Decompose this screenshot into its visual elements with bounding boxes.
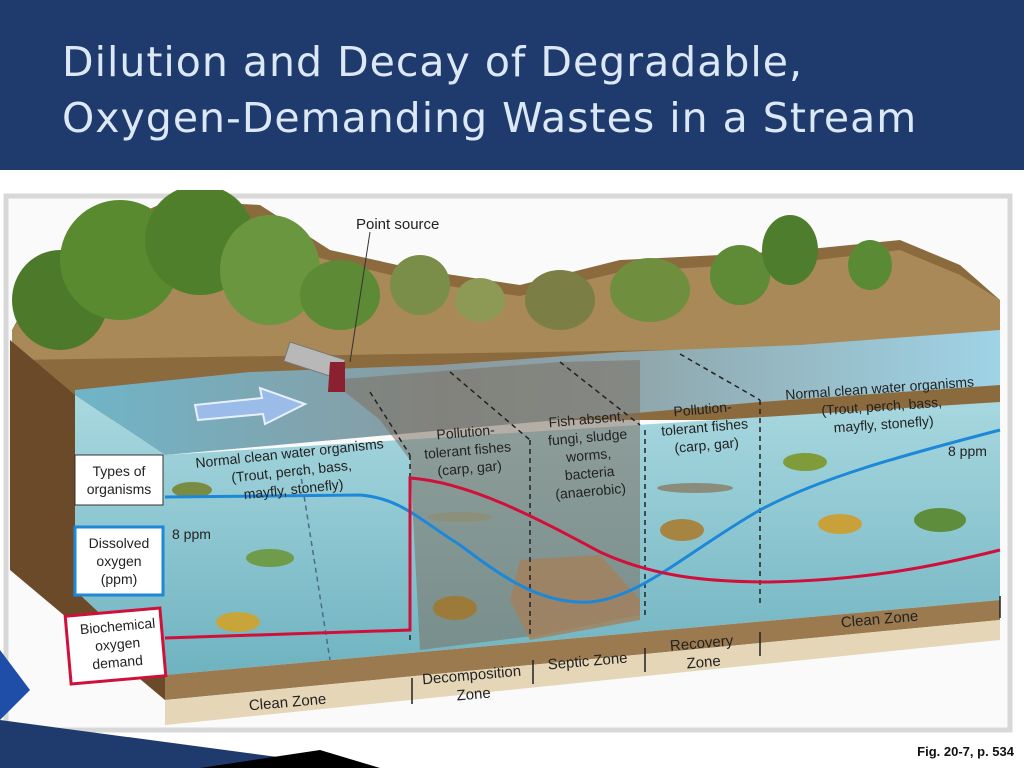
sludge: [510, 555, 640, 640]
tree-canopy: [12, 190, 892, 350]
do-left-label: 8 ppm: [172, 526, 211, 542]
legend-bod: Biochemical oxygen demand: [63, 606, 168, 686]
zone-boundaries-top: [369, 353, 761, 456]
organisms-septic-5: (anaerobic): [555, 480, 627, 502]
do-right-label: 8 ppm: [948, 443, 987, 459]
bank-left-face: [10, 340, 165, 700]
trout-icon: [783, 453, 827, 471]
stream-bed: [165, 600, 1000, 700]
legend-do-line-2: oxygen: [96, 553, 141, 569]
legend-do-line-3: (ppm): [101, 571, 138, 587]
fish-icons: [172, 453, 966, 632]
fish-icon: [172, 482, 212, 498]
perch-icon: [216, 612, 260, 632]
figure-caption: Fig. 20-7, p. 534: [917, 744, 1014, 759]
organisms-recovery: Pollution- tolerant fishes (carp, gar): [660, 398, 748, 455]
bod-curve: [164, 476, 1001, 640]
carp-icon: [433, 596, 477, 620]
slide-title-line-1: Dilution and Decay of Degradable,: [62, 38, 804, 86]
slide-corner-decoration: [0, 650, 380, 768]
dissolved-oxygen-curve: [164, 428, 1001, 604]
organisms-septic-3: worms,: [564, 445, 611, 465]
organisms-septic-2: fungi, sludge: [547, 426, 628, 449]
legend-types-of-organisms: Types of organisms: [74, 454, 164, 506]
zone-clean-right: Clean Zone: [840, 608, 919, 632]
zone-labels: Clean Zone Decomposition Zone Septic Zon…: [248, 608, 919, 715]
organisms-recovery-3: (carp, gar): [674, 434, 740, 456]
stream-bed-front: [165, 620, 1000, 725]
organisms-septic-4: bacteria: [564, 463, 615, 483]
gar-icon: [657, 483, 733, 493]
slide-title-line-2: Oxygen-Demanding Wastes in a Stream: [62, 94, 918, 142]
organisms-recovery-1: Pollution-: [673, 398, 733, 419]
flow-arrow: [193, 386, 308, 426]
bass-icon: [914, 508, 966, 532]
trout-icon: [246, 549, 294, 567]
legend-bod-line-2: oxygen: [94, 634, 140, 654]
point-source-label: Point source: [356, 216, 439, 233]
stream-diagram: Point source Types of organisms: [3, 190, 1013, 733]
zone-ticks: [411, 596, 1001, 704]
carp-icon: [660, 519, 704, 541]
legend-types-line-1: Types of: [93, 463, 146, 479]
legend-types-line-2: organisms: [87, 481, 152, 497]
title-bar: Dilution and Decay of Degradable, Oxygen…: [0, 0, 1024, 170]
organisms-decomposition-2: tolerant fishes: [423, 438, 511, 462]
legend-dissolved-oxygen: Dissolved oxygen (ppm): [73, 525, 165, 597]
legend-do-line-1: Dissolved: [89, 535, 150, 551]
perch-icon: [818, 514, 862, 534]
organisms-decomposition-3: (carp, gar): [437, 457, 503, 479]
organisms-clean-right-3: mayfly, stonefly): [833, 413, 934, 436]
discharge: [328, 362, 345, 392]
zone-recovery-1: Recovery: [669, 632, 734, 655]
zone-septic: Septic Zone: [547, 650, 628, 674]
organisms-recovery-2: tolerant fishes: [660, 415, 748, 439]
point-source-leader: [349, 231, 371, 363]
legend-bod-line-1: Biochemical: [79, 615, 156, 638]
organisms-decomposition: Pollution- tolerant fishes (carp, gar): [423, 421, 511, 478]
zone-clean-left: Clean Zone: [248, 691, 327, 715]
gar-icon: [428, 512, 492, 522]
organisms-septic-1: Fish absent,: [548, 408, 625, 431]
zone-decomposition-2: Zone: [456, 685, 492, 705]
legend-bod-line-3: demand: [92, 652, 144, 672]
organisms-septic: Fish absent, fungi, sludge worms, bacter…: [547, 408, 628, 502]
organisms-decomposition-1: Pollution-: [436, 421, 496, 442]
zone-recovery-2: Zone: [686, 653, 722, 673]
